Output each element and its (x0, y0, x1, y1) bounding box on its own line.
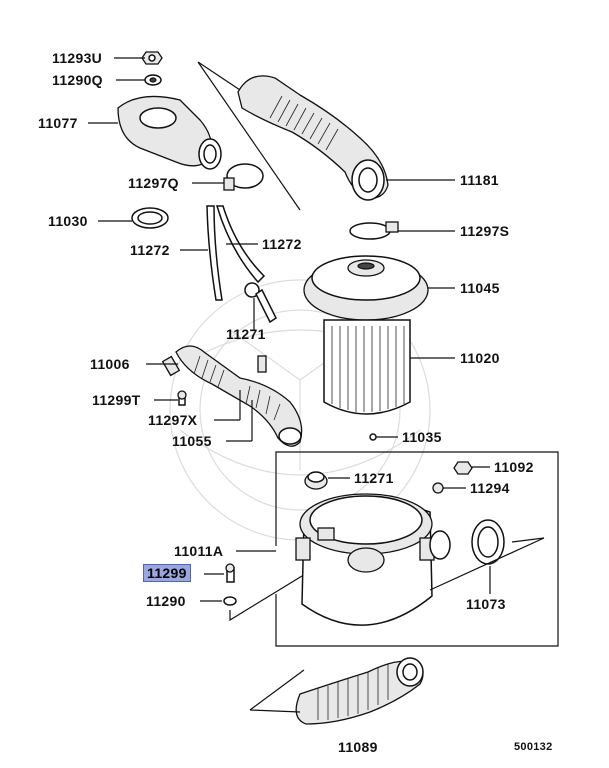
label-11272-left: 11272 (130, 242, 170, 258)
ring-11073 (471, 519, 505, 565)
cover-11077 (117, 95, 222, 170)
label-11297S: 11297S (460, 223, 510, 239)
filter-element-11020 (323, 319, 411, 415)
clamp-11297Q (223, 163, 264, 191)
label-11089: 11089 (338, 739, 378, 755)
label-11299T: 11299T (92, 392, 141, 408)
label-11299-highlighted[interactable]: 11299 (143, 564, 191, 582)
air-duct-11181 (237, 75, 389, 201)
nut-11293U (141, 51, 163, 65)
label-11077: 11077 (38, 115, 78, 131)
lower-case-frame (275, 451, 559, 647)
washer-11290 (223, 596, 237, 606)
hose-assembly-11006 (161, 345, 303, 447)
hoses-11272 (206, 205, 277, 324)
filter-cap-11045 (303, 255, 429, 321)
label-11011A: 11011A (174, 543, 224, 559)
label-11272-right: 11272 (262, 236, 302, 252)
label-11293U: 11293U (52, 50, 103, 66)
label-11045: 11045 (460, 280, 500, 296)
label-11294: 11294 (470, 480, 510, 496)
label-11297Q: 11297Q (128, 175, 179, 191)
leader-lines (88, 57, 491, 602)
ring-11030 (131, 207, 169, 229)
air-duct-11089 (295, 657, 424, 725)
label-11290Q: 11290Q (52, 72, 103, 88)
label-11073: 11073 (466, 596, 506, 612)
washer-11290Q (144, 74, 162, 86)
label-11297X: 11297X (148, 412, 198, 428)
label-11290: 11290 (146, 593, 186, 609)
label-11055: 11055 (172, 433, 212, 449)
label-11271-lower: 11271 (354, 470, 394, 486)
lower-case-11011A (295, 493, 451, 626)
diagram-id: 500132 (514, 741, 553, 753)
bolt-11299T (177, 390, 187, 406)
label-11092: 11092 (494, 459, 534, 475)
label-11030: 11030 (48, 213, 88, 229)
clamp-11297S (349, 221, 399, 240)
bolt-11299 (225, 563, 235, 583)
label-11020: 11020 (460, 350, 500, 366)
cap-11092 (453, 461, 473, 475)
pin-11035 (369, 433, 377, 441)
grommet-11271 (304, 471, 328, 490)
label-11271-upper: 11271 (226, 326, 266, 342)
label-11035: 11035 (402, 429, 442, 445)
label-11181: 11181 (460, 172, 499, 188)
plug-11294 (432, 482, 444, 494)
label-11006: 11006 (90, 356, 130, 372)
